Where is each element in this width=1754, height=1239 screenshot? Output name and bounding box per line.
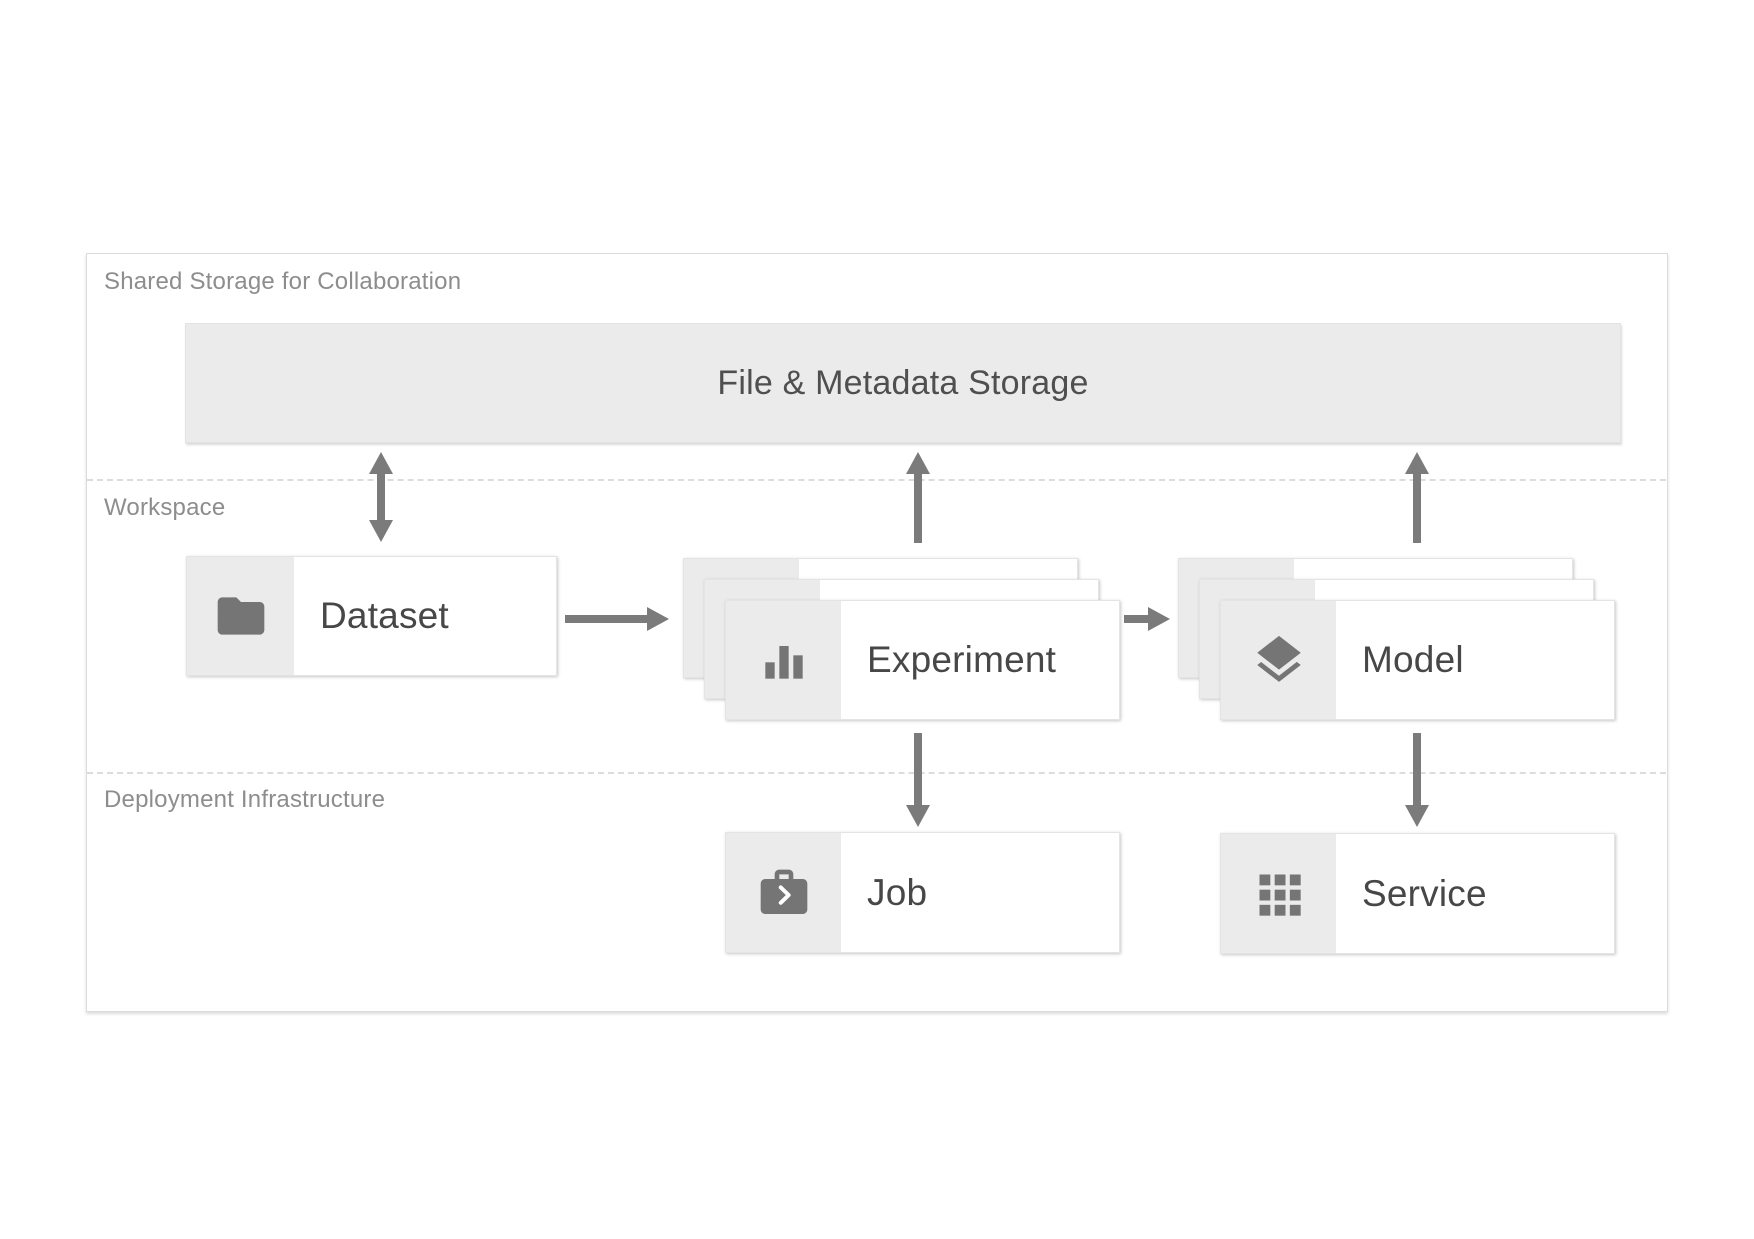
job-node-label: Job (867, 871, 928, 913)
dataset-node-label: Dataset (320, 595, 449, 636)
briefcase-icon (756, 865, 812, 921)
model-node: Model (1220, 600, 1615, 720)
arrow-dataset-experiment-right (565, 607, 669, 631)
model-node-label: Model (1362, 639, 1464, 680)
storage-node: File & Metadata Storage (185, 323, 1621, 443)
section-label-shared-storage: Shared Storage for Collaboration (104, 268, 462, 295)
service-node: Service (1220, 833, 1615, 954)
dataset-icon-cell (187, 557, 294, 675)
separator-storage-workspace (87, 479, 1666, 481)
arrow-model-storage-up (1405, 452, 1429, 543)
section-label-workspace: Workspace (104, 494, 226, 521)
arrow-experiment-storage-up (906, 452, 930, 543)
job-node: Job (725, 832, 1120, 953)
dataset-node: Dataset (186, 556, 557, 676)
section-label-deployment: Deployment Infrastructure (104, 786, 386, 813)
experiment-node: Experiment (725, 600, 1120, 720)
experiment-icon-cell (726, 601, 841, 719)
folder-icon (213, 588, 269, 644)
storage-node-label: File & Metadata Storage (717, 363, 1089, 402)
separator-workspace-deployment (87, 772, 1666, 774)
layers-icon (1250, 631, 1308, 689)
grid-icon (1253, 868, 1305, 920)
arrow-experiment-job-down (906, 733, 930, 827)
experiment-node-label: Experiment (867, 639, 1057, 680)
job-icon-cell (726, 833, 841, 952)
model-icon-cell (1221, 601, 1336, 719)
bar-chart-icon (756, 632, 812, 688)
arrow-model-service-down (1405, 733, 1429, 827)
service-node-label: Service (1362, 872, 1487, 914)
arrow-experiment-model-right (1124, 607, 1170, 631)
arrow-storage-dataset-bidirectional (369, 452, 393, 542)
service-icon-cell (1221, 834, 1336, 953)
